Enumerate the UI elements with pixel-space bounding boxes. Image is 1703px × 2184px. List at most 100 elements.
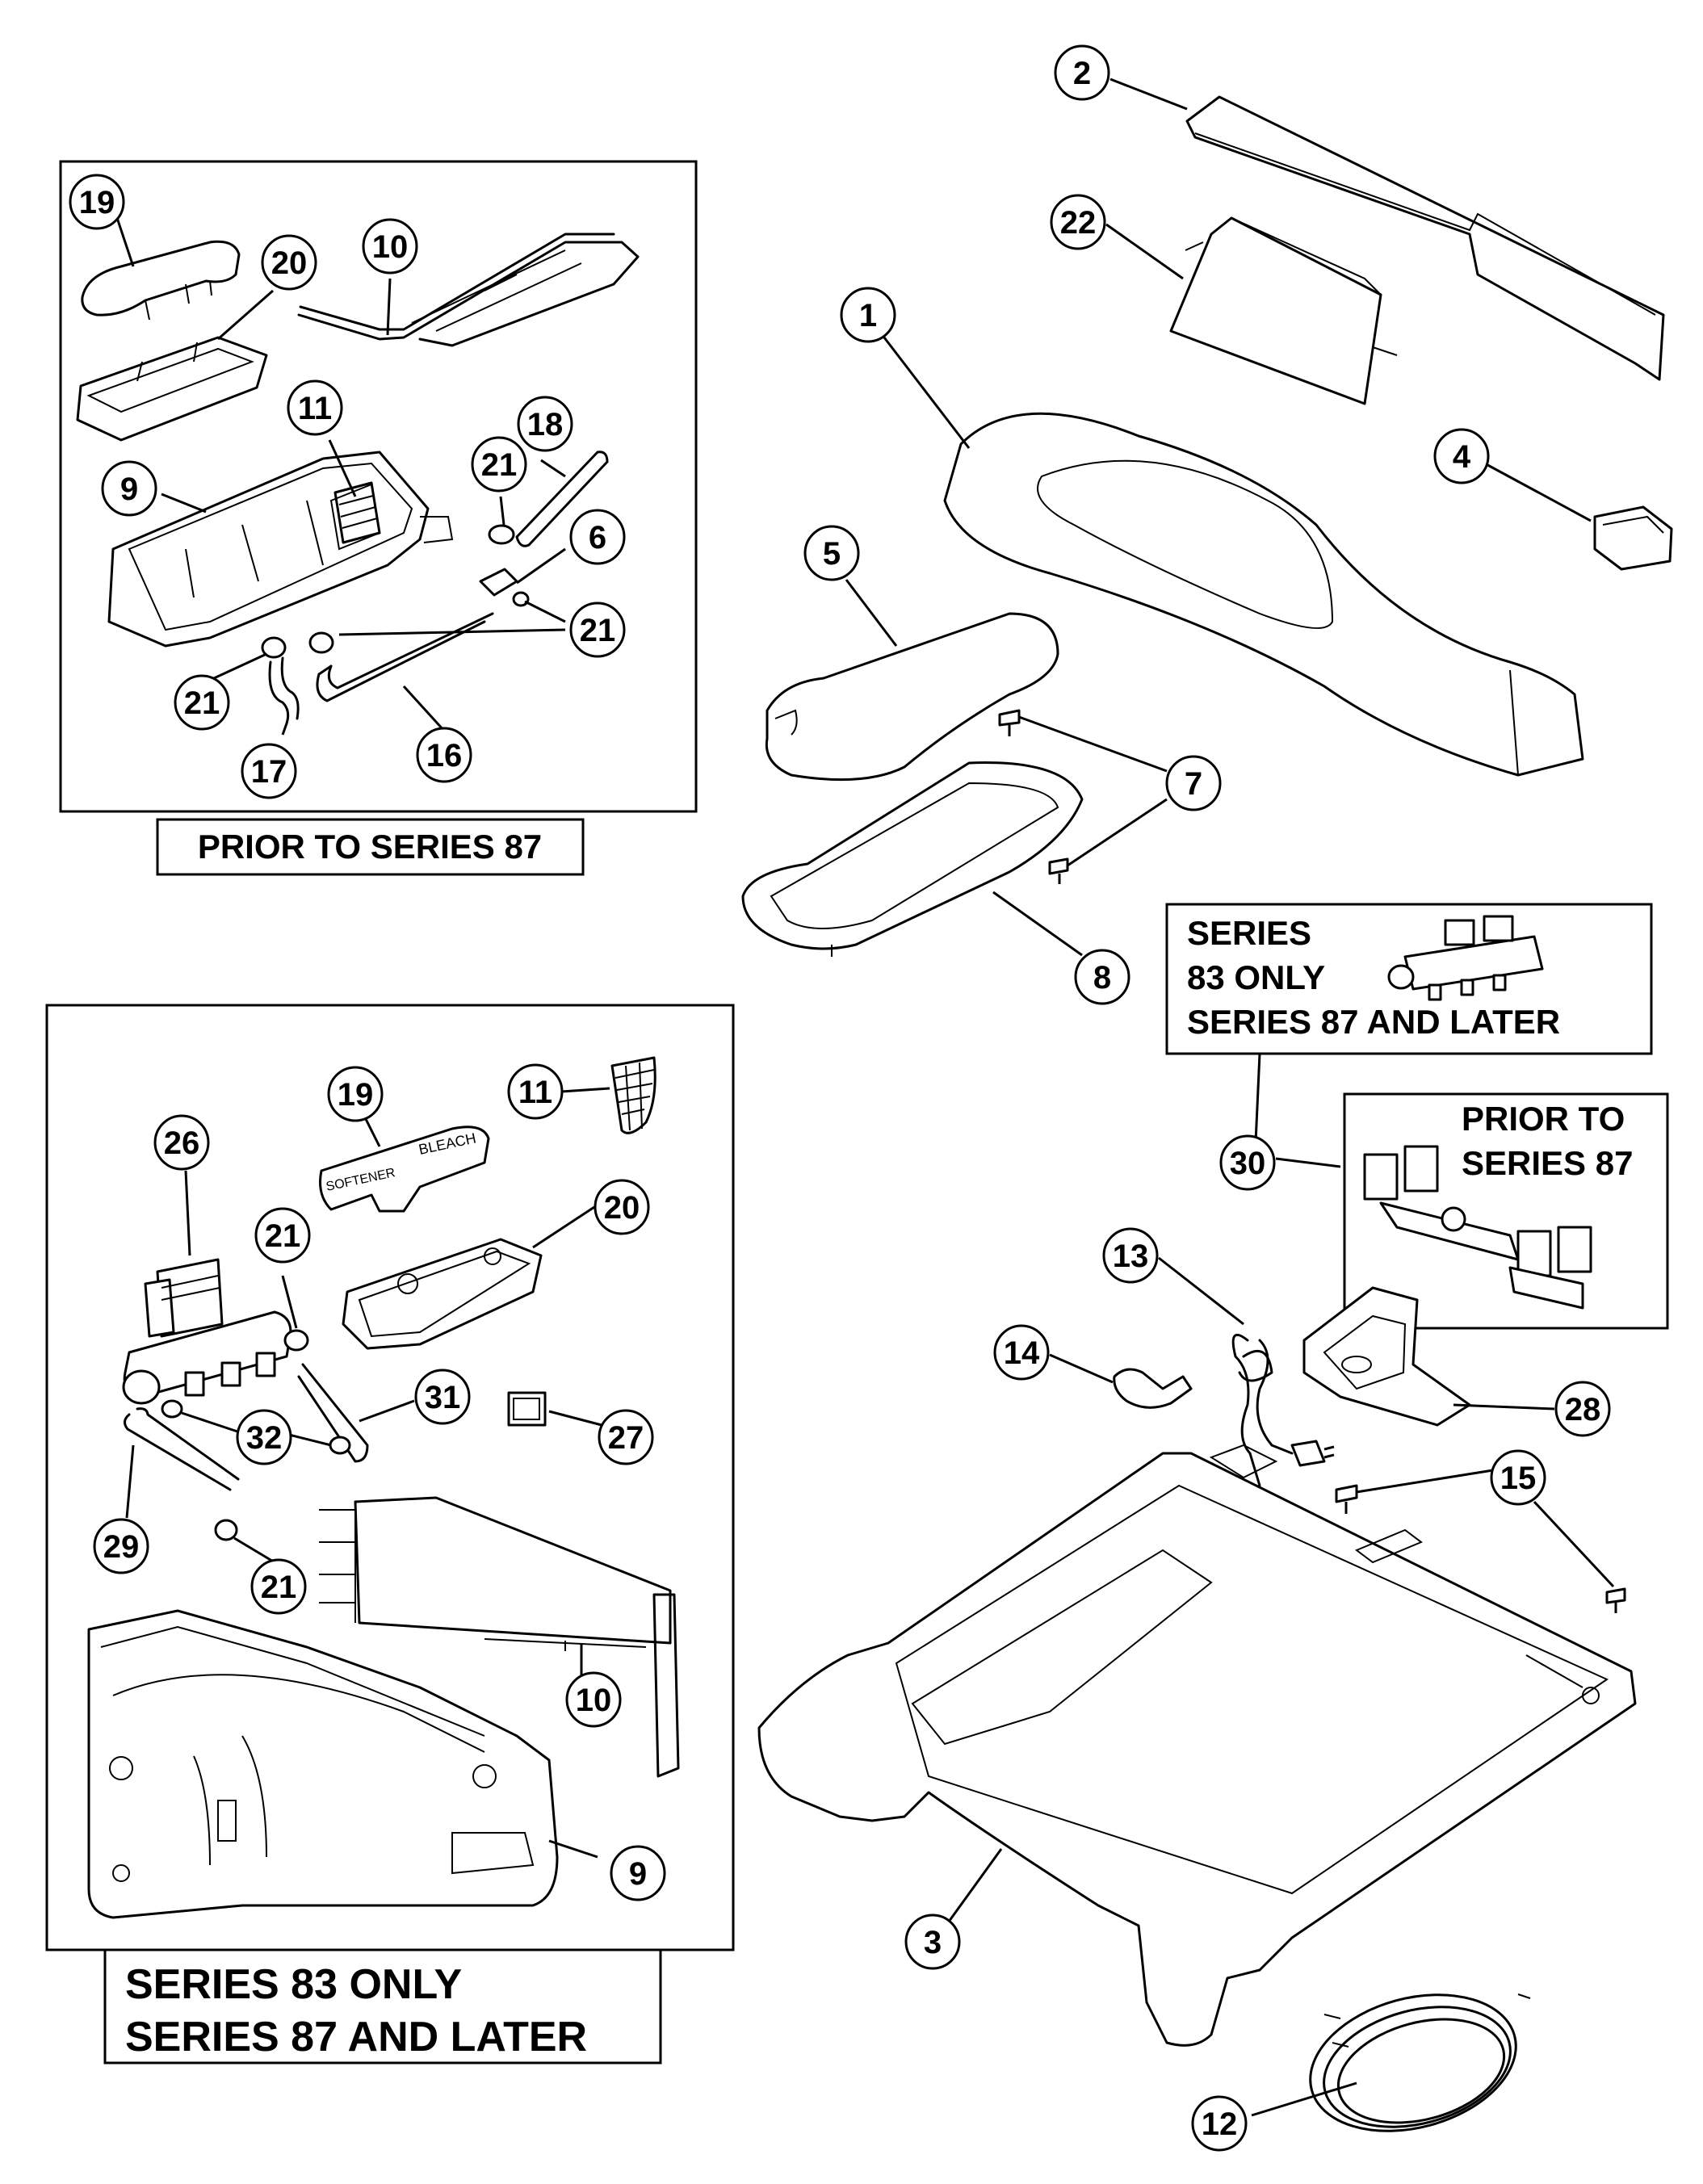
screw-15 (1335, 1484, 1626, 1613)
svg-text:7: 7 (1185, 766, 1202, 802)
svg-text:9: 9 (629, 1856, 647, 1892)
svg-text:11: 11 (298, 391, 332, 426)
dispenser-cap-19-b: BLEACH SOFTENER (319, 1126, 490, 1213)
callouts-right: 2 22 1 4 5 7 8 30 13 14 28 15 3 12 (803, 44, 1611, 2152)
valve-prior-87-box: PRIOR TO SERIES 87 (1343, 1092, 1669, 1330)
callout-13: 13 (1102, 1227, 1159, 1284)
callout-12: 12 (1191, 2095, 1248, 2152)
svg-text:10: 10 (372, 229, 409, 265)
series-83-label-line2: SERIES 87 AND LATER (125, 2014, 587, 2060)
svg-text:PRIOR TO: PRIOR TO (1462, 1100, 1625, 1138)
callout-16-a: 16 (416, 727, 472, 783)
svg-text:83 ONLY: 83 ONLY (1187, 958, 1325, 996)
svg-text:13: 13 (1113, 1239, 1149, 1274)
tube-31 (297, 1363, 369, 1463)
strain-relief-14 (1113, 1368, 1193, 1409)
callout-5: 5 (803, 525, 860, 581)
callout-9-b: 9 (610, 1845, 666, 1901)
callout-21-e: 21 (250, 1558, 307, 1615)
svg-text:16: 16 (426, 738, 463, 773)
callout-20-a: 20 (261, 234, 317, 291)
hose-assembly-10-b (319, 1496, 680, 1778)
svg-text:SERIES 87: SERIES 87 (1462, 1144, 1633, 1182)
clip-4 (1593, 505, 1673, 571)
callout-15: 15 (1490, 1449, 1546, 1506)
siphon-11-b (610, 1056, 656, 1134)
callout-3: 3 (904, 1914, 961, 1970)
console-1 (943, 412, 1584, 777)
callout-8: 8 (1074, 949, 1130, 1005)
tube-18-a (515, 451, 609, 547)
dispenser-cap-19-a (81, 240, 241, 321)
svg-text:21: 21 (481, 447, 518, 483)
hose-16-a (316, 612, 494, 702)
series-83-label-line1: SERIES 83 ONLY (125, 1961, 462, 2008)
tray-frame-8 (741, 761, 1084, 957)
callout-11-b: 11 (507, 1063, 564, 1120)
callout-22: 22 (1050, 194, 1106, 250)
valve-series-83-box: SERIES 83 ONLY SERIES 87 AND LATER (1165, 903, 1653, 1055)
callout-18-a: 18 (517, 396, 573, 452)
svg-text:19: 19 (79, 185, 115, 220)
svg-text:5: 5 (823, 536, 841, 572)
callout-21-d: 21 (254, 1207, 311, 1264)
svg-text:11: 11 (518, 1075, 552, 1110)
svg-text:21: 21 (265, 1218, 301, 1254)
hose-17-a (268, 656, 300, 725)
callout-19-a: 19 (69, 174, 125, 230)
callout-32: 32 (236, 1409, 292, 1465)
hose-29 (124, 1407, 240, 1491)
series-83-label-box (103, 1948, 662, 2065)
callout-17-a: 17 (241, 743, 297, 799)
callout-2: 2 (1054, 44, 1110, 101)
callouts-top-left: 19 20 10 11 18 21 9 6 21 21 17 16 (69, 174, 626, 799)
dispenser-housing-9-b (87, 1609, 559, 1919)
callout-21-b: 21 (569, 602, 626, 658)
callout-21-a: 21 (471, 436, 527, 493)
svg-text:28: 28 (1565, 1392, 1601, 1427)
svg-text:10: 10 (576, 1683, 612, 1718)
svg-text:21: 21 (580, 613, 616, 648)
leaders-right (845, 78, 1615, 2117)
callout-4: 4 (1433, 428, 1490, 484)
callout-10-b: 10 (565, 1671, 622, 1728)
svg-text:32: 32 (246, 1420, 283, 1456)
svg-text:SERIES 87 AND LATER: SERIES 87 AND LATER (1187, 1003, 1560, 1041)
svg-text:29: 29 (103, 1529, 140, 1565)
callout-14: 14 (993, 1324, 1050, 1381)
svg-text:1: 1 (859, 298, 877, 333)
callouts-bottom-left: 19 11 26 21 20 31 32 27 29 21 10 9 (93, 1063, 666, 1901)
callout-27: 27 (598, 1409, 654, 1465)
svg-text:17: 17 (251, 754, 287, 790)
dispenser-cup-20-b (342, 1238, 543, 1350)
callout-29: 29 (93, 1518, 149, 1574)
svg-text:2: 2 (1073, 56, 1091, 91)
svg-text:15: 15 (1500, 1461, 1537, 1496)
svg-text:9: 9 (120, 472, 138, 507)
console-panel-22 (1169, 216, 1398, 405)
svg-text:6: 6 (589, 520, 606, 555)
svg-text:26: 26 (164, 1126, 200, 1161)
part-27 (507, 1391, 547, 1427)
callout-30: 30 (1219, 1134, 1276, 1191)
prior-to-87-label: PRIOR TO SERIES 87 (198, 828, 542, 866)
callout-26: 26 (153, 1114, 210, 1171)
svg-text:31: 31 (425, 1380, 461, 1415)
callout-10-a: 10 (362, 218, 418, 275)
water-valve-26 (122, 1258, 292, 1405)
hose-coil-12 (1309, 1993, 1531, 2132)
callout-7: 7 (1165, 755, 1222, 811)
svg-text:20: 20 (271, 245, 308, 281)
siphon-11-a (333, 481, 381, 544)
svg-text:20: 20 (604, 1190, 640, 1226)
screw-7 (998, 709, 1069, 884)
callout-28: 28 (1554, 1381, 1611, 1437)
callout-19-b: 19 (327, 1066, 384, 1122)
power-cord-13 (1231, 1333, 1335, 1487)
svg-text:22: 22 (1060, 205, 1097, 241)
svg-text:19: 19 (338, 1077, 374, 1113)
rear-bracket-2 (1185, 95, 1665, 381)
svg-text:18: 18 (527, 407, 564, 442)
svg-text:12: 12 (1202, 2106, 1238, 2142)
